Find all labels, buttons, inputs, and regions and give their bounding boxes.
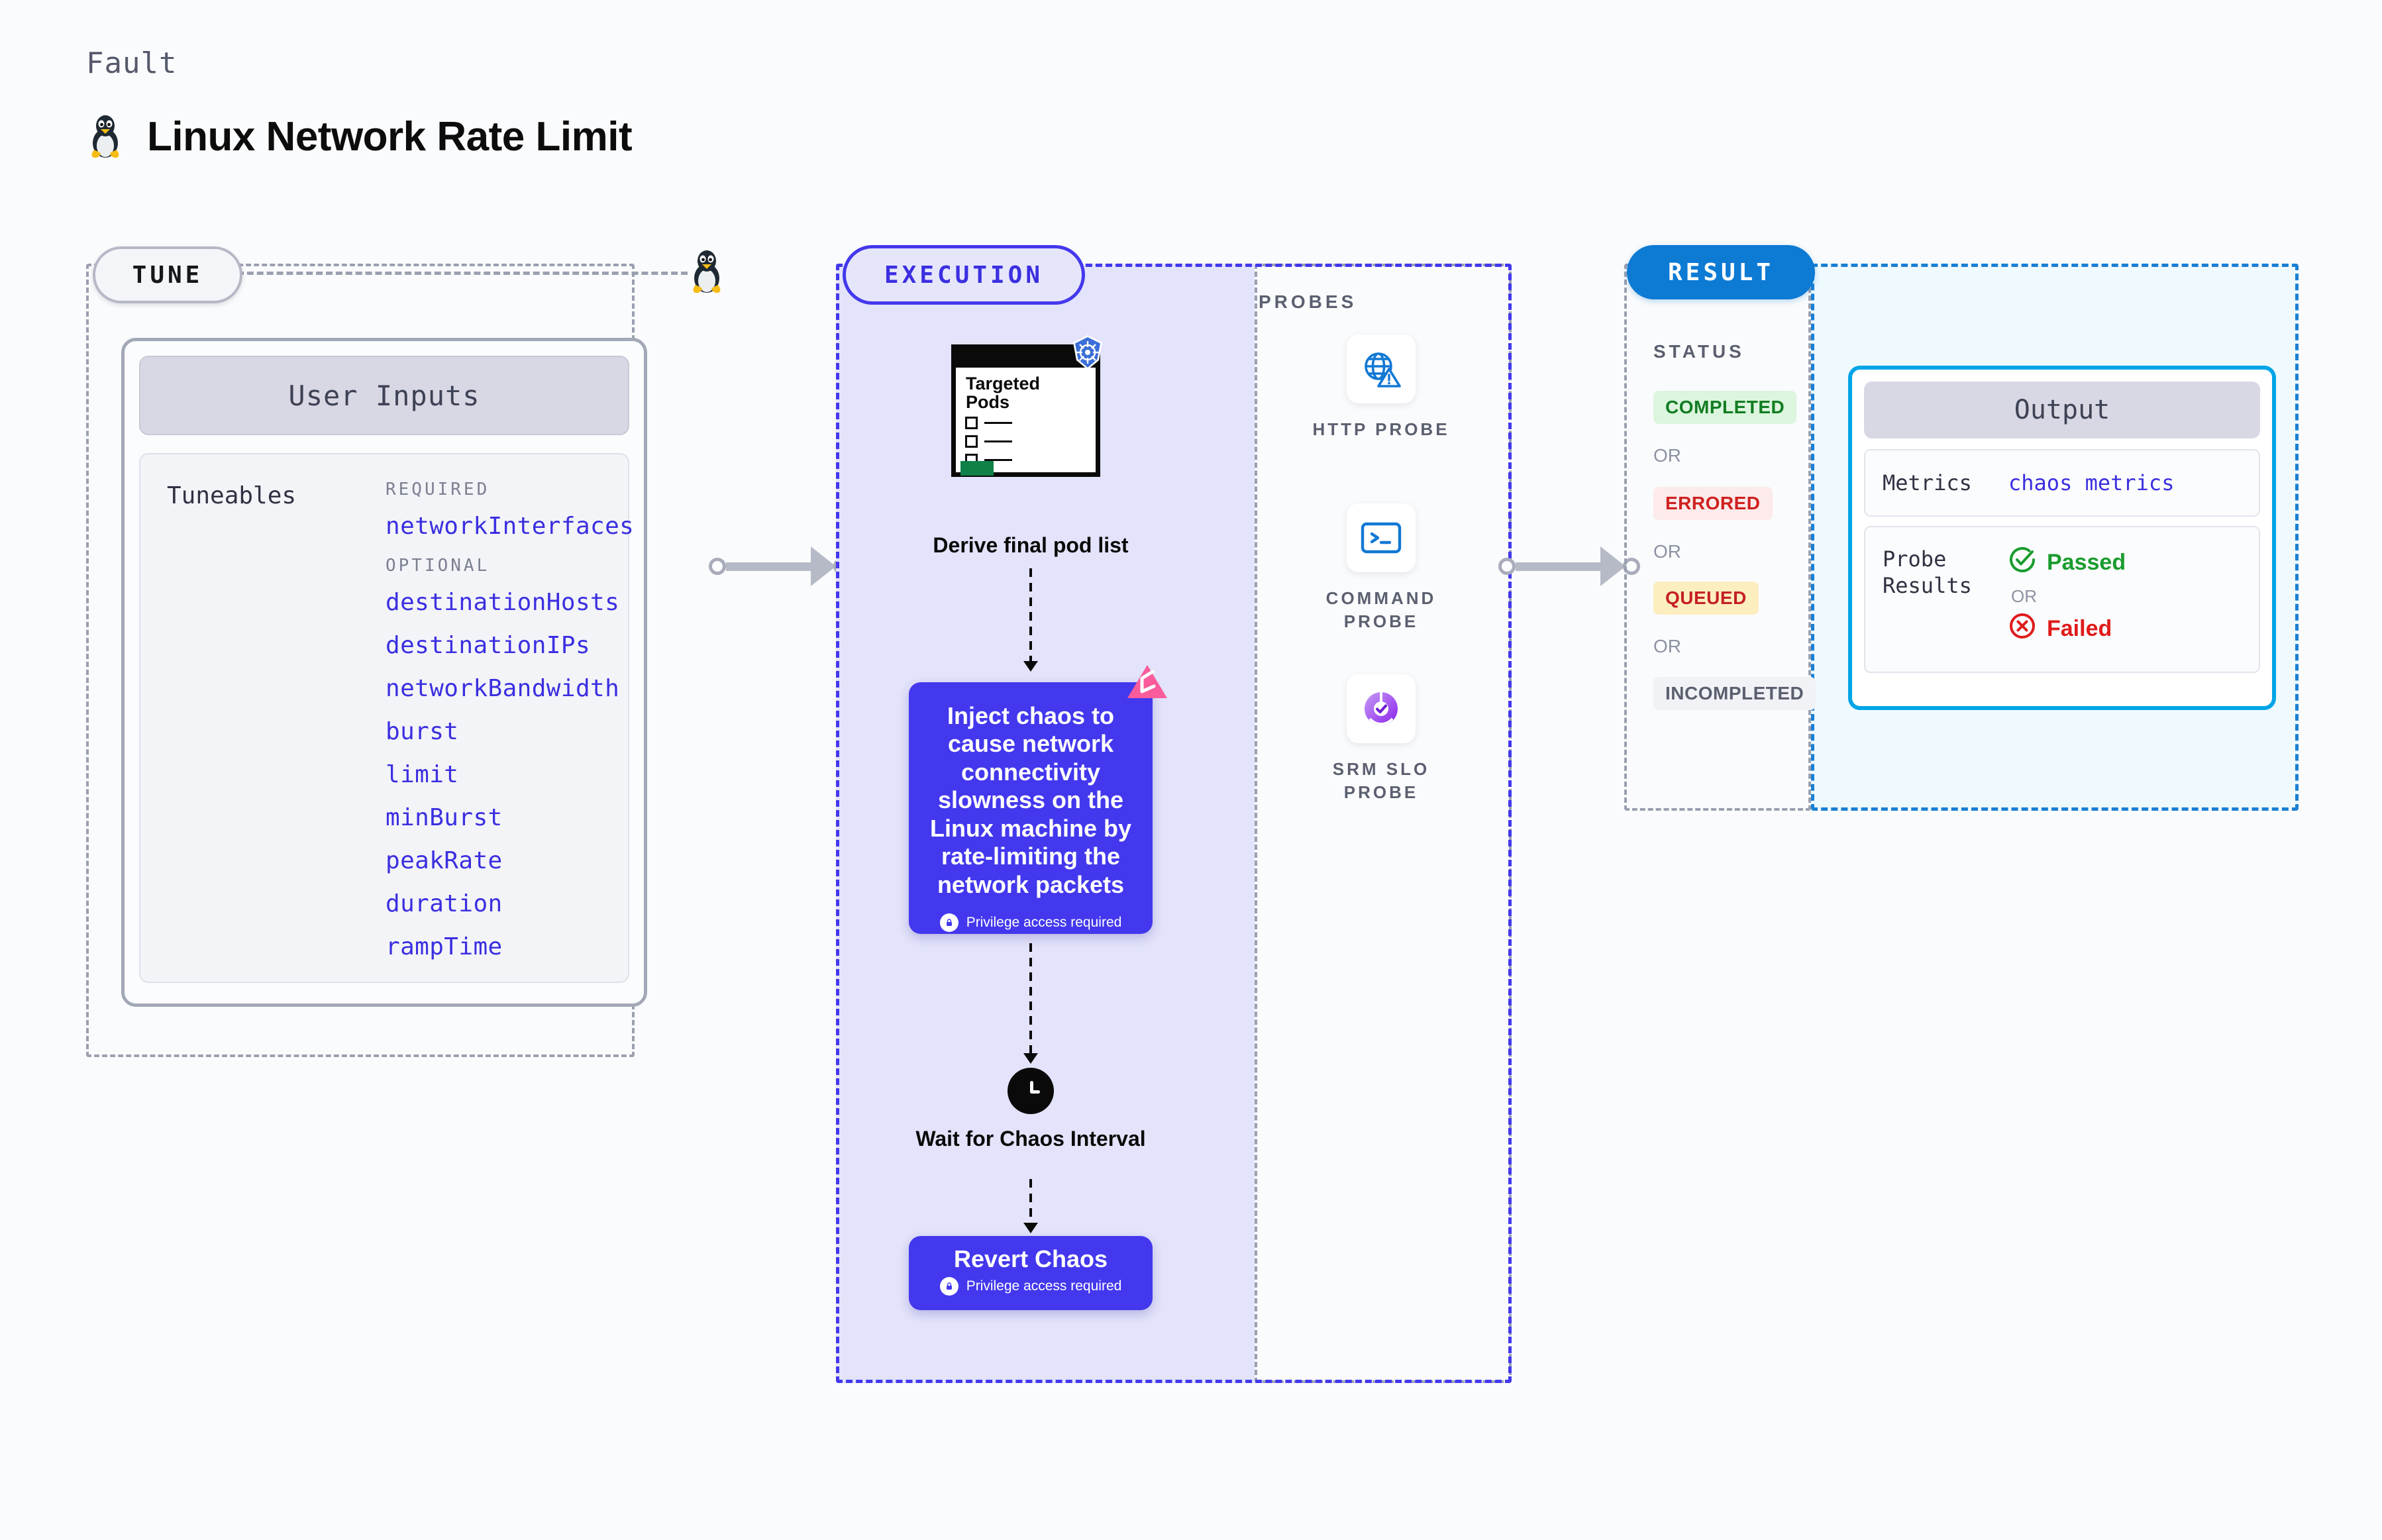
checkbox-icon: [965, 435, 978, 448]
tuneable-duration[interactable]: duration: [386, 890, 503, 917]
note-line: [984, 440, 1012, 442]
connector-bar: [1516, 562, 1602, 571]
probe-results-row: Probe Results Passed OR: [1864, 526, 2260, 673]
linux-penguin-icon: [86, 111, 125, 162]
failed-label: Failed: [2047, 616, 2112, 641]
status-or-1: OR: [1653, 445, 1681, 466]
tune-dashed-connector: [237, 272, 688, 275]
status-badge-incompleted: INCOMPLETED: [1653, 677, 1816, 710]
probe-label: COMMAND PROBE: [1325, 588, 1437, 632]
connector-bar: [726, 562, 812, 571]
kubernetes-icon: [1069, 334, 1106, 371]
inject-chaos-step[interactable]: Inject chaos to cause network connectivi…: [909, 665, 1167, 934]
slo-donut-check-icon: [1347, 674, 1416, 743]
privilege-note: Privilege access required: [909, 1277, 1153, 1296]
tuneable-destinationips[interactable]: destinationIPs: [386, 632, 591, 659]
note-title-bar: [956, 349, 1096, 368]
status-or-3: OR: [1653, 636, 1681, 656]
note-checklist-row: [965, 417, 1012, 429]
flow-arrowhead: [1023, 661, 1038, 672]
terminal-icon: [1347, 503, 1416, 572]
probe-srm-slo[interactable]: SRM SLO PROBE: [1292, 674, 1471, 804]
page-kicker: Fault: [86, 46, 178, 80]
derive-pod-list-caption: Derive final pod list: [933, 533, 1129, 557]
connector-arrowhead: [1600, 546, 1626, 586]
x-circle-icon: [2008, 612, 2036, 646]
required-caption: REQUIRED: [386, 480, 490, 499]
note-line: [984, 459, 1012, 461]
probe-command[interactable]: COMMAND PROBE: [1292, 503, 1471, 633]
page-title-row: Linux Network Rate Limit: [86, 111, 633, 162]
user-inputs-header: User Inputs: [139, 356, 629, 435]
status-badge-queued: QUEUED: [1653, 582, 1759, 615]
note-checklist-row: [965, 435, 1012, 448]
probe-http[interactable]: HTTP PROBE: [1292, 334, 1471, 441]
revert-chaos-title: Revert Chaos: [953, 1245, 1108, 1272]
privilege-note-text: Privilege access required: [966, 915, 1122, 931]
flow-connector: [1029, 1179, 1032, 1223]
tuneable-networkinterfaces[interactable]: networkInterfaces: [386, 513, 635, 540]
metrics-label: Metrics: [1883, 470, 1972, 495]
execution-region: [836, 264, 1512, 1383]
status-badge-errored: ERRORED: [1653, 487, 1773, 520]
metrics-row: Metrics chaos metrics: [1864, 449, 2260, 517]
tuneables-body: Tuneables REQUIRED networkInterfaces OPT…: [139, 453, 634, 983]
note-green-bar: [960, 461, 994, 476]
checkbox-icon: [965, 417, 978, 429]
tuneable-limit[interactable]: limit: [386, 761, 459, 788]
privilege-note-text: Privilege access required: [966, 1278, 1122, 1294]
probe-label: HTTP PROBE: [1312, 419, 1450, 439]
inject-chaos-text: Inject chaos to cause network connectivi…: [929, 702, 1132, 898]
status-badge-completed: COMPLETED: [1653, 391, 1797, 424]
tuneable-ramptime[interactable]: rampTime: [386, 933, 503, 960]
flow-connector: [1029, 568, 1032, 661]
note-line: [984, 422, 1012, 424]
connector-execution-to-result: [1498, 546, 1640, 586]
tuneable-networkbandwidth[interactable]: networkBandwidth: [386, 675, 620, 702]
flow-arrowhead: [1023, 1053, 1038, 1064]
tuneable-minburst[interactable]: minBurst: [386, 804, 503, 831]
connector-tune-to-execution: [709, 546, 851, 586]
tuneable-peakrate[interactable]: peakRate: [386, 847, 503, 874]
lock-icon: [939, 1277, 958, 1296]
metrics-value[interactable]: chaos metrics: [2008, 470, 2175, 495]
revert-chaos-step[interactable]: Revert Chaos Privilege access required: [909, 1236, 1153, 1310]
execution-stage-pill[interactable]: EXECUTION: [843, 245, 1085, 305]
user-inputs-card: User Inputs Tuneables REQUIRED networkIn…: [121, 338, 647, 1007]
targeted-pods-note: Targeted Pods: [951, 335, 1104, 480]
output-header: Output: [1864, 382, 2260, 438]
tuneable-burst[interactable]: burst: [386, 718, 459, 745]
tuneable-destinationhosts[interactable]: destinationHosts: [386, 589, 620, 616]
tune-stage-pill[interactable]: TUNE: [93, 246, 242, 303]
tuneables-label: Tuneables: [167, 482, 297, 509]
litmus-chaos-icon: [1126, 664, 1168, 702]
status-caption: STATUS: [1653, 341, 1745, 362]
privilege-note: Privilege access required: [925, 913, 1137, 933]
linux-penguin-icon-badge: [688, 246, 726, 297]
probe-result-passed: Passed: [2008, 546, 2126, 580]
flow-arrowhead: [1023, 1223, 1038, 1233]
globe-warning-icon: [1347, 334, 1416, 403]
probe-result-failed: Failed: [2008, 612, 2126, 646]
wait-for-chaos-interval-caption: Wait for Chaos Interval: [915, 1127, 1146, 1151]
connector-start-dot: [709, 558, 726, 575]
targeted-pods-title: Targeted Pods: [966, 374, 1041, 413]
tuneables-list: REQUIRED networkInterfaces OPTIONAL dest…: [386, 480, 635, 960]
probe-label: SRM SLO PROBE: [1332, 759, 1430, 803]
result-stage-pill[interactable]: RESULT: [1627, 245, 1815, 299]
probe-results-label: Probe Results: [1883, 546, 1972, 598]
passed-label: Passed: [2047, 550, 2126, 575]
optional-caption: OPTIONAL: [386, 556, 490, 576]
probe-result-or: OR: [2011, 586, 2037, 606]
connector-start-dot: [1498, 558, 1516, 575]
output-card: Output Metrics chaos metrics Probe Resul…: [1848, 366, 2276, 710]
status-or-2: OR: [1653, 541, 1681, 562]
flow-connector: [1029, 943, 1032, 1053]
connector-arrowhead: [811, 546, 836, 586]
clock-icon: [1008, 1068, 1054, 1114]
lock-icon: [939, 913, 958, 933]
page-title: Linux Network Rate Limit: [147, 114, 633, 160]
probes-caption: PROBES: [1259, 291, 1357, 312]
check-circle-icon: [2008, 546, 2036, 580]
